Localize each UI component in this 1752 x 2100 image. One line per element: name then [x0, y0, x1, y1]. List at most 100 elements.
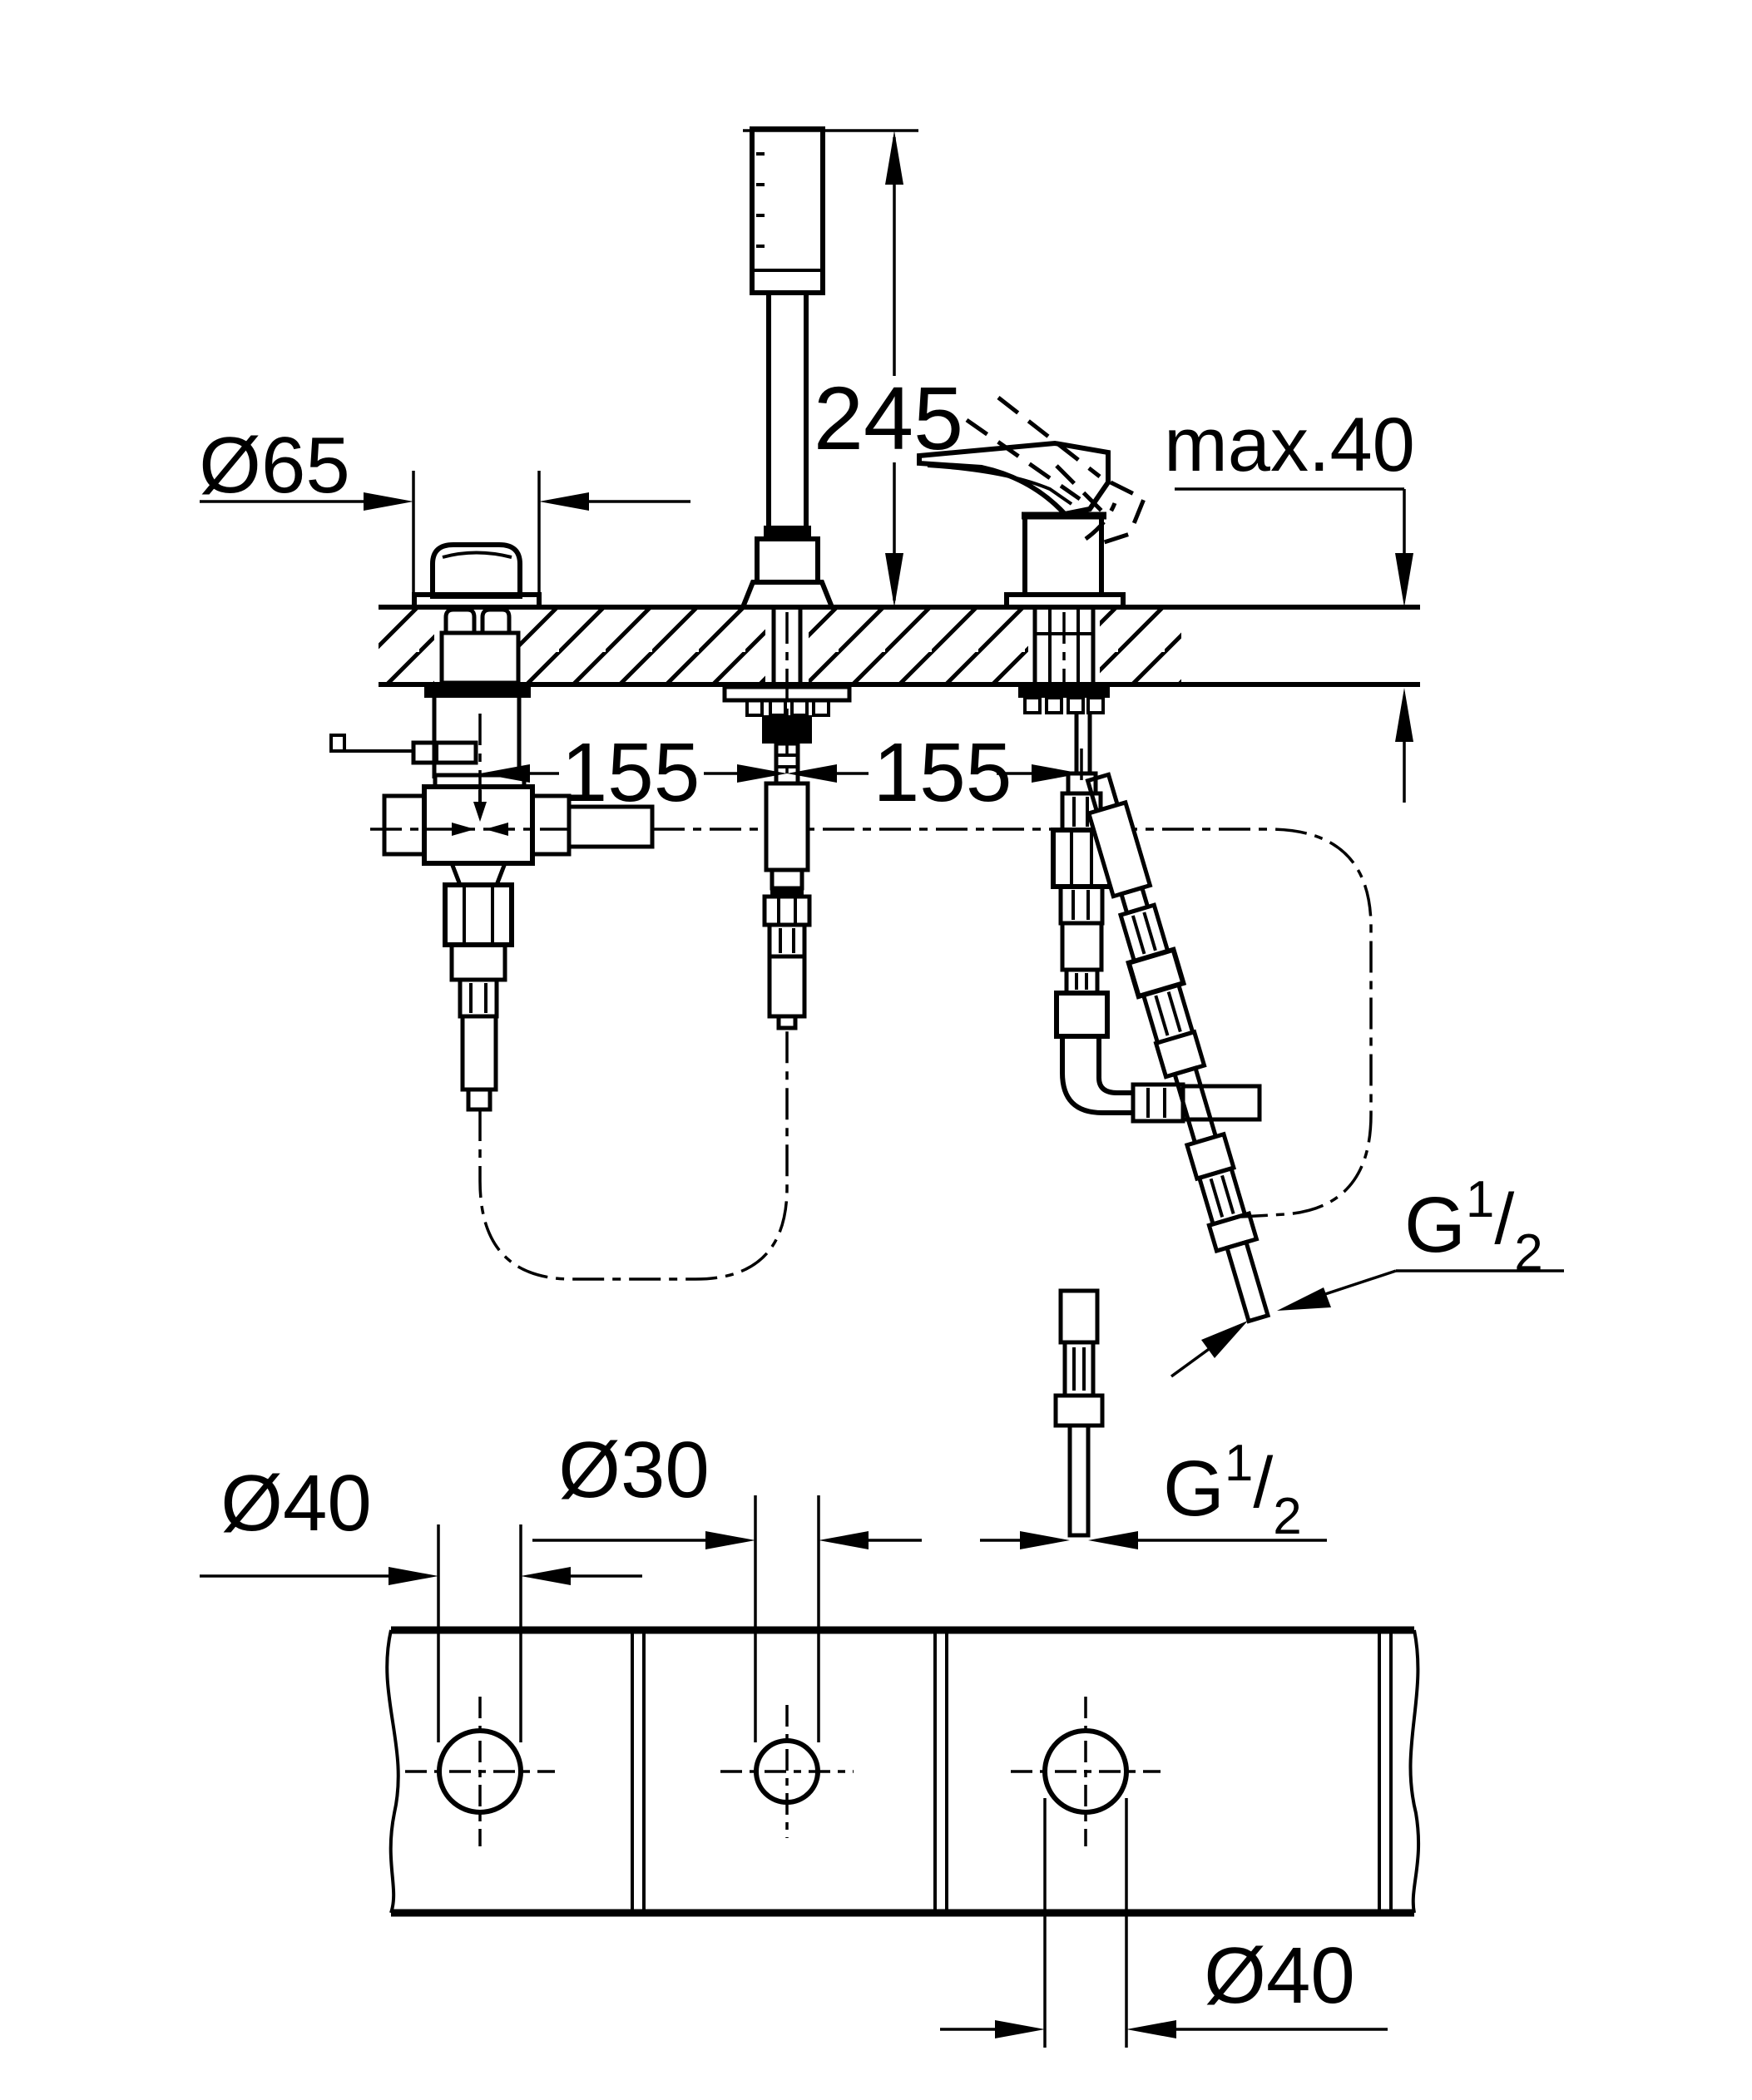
lever-mixer-unit: [917, 396, 1271, 1538]
arrowhead: [1201, 1321, 1248, 1358]
dim-label-155-left: 155: [562, 726, 700, 819]
shower-base-collar: [755, 536, 820, 585]
dimension-diameter-40-bottom: Ø40: [940, 1798, 1388, 2048]
pull-rod-coupling: [411, 740, 478, 765]
collar-rib: [1166, 991, 1182, 1033]
dimension-spacing-155-right: 155: [787, 726, 1081, 819]
arrowhead: [1277, 1287, 1331, 1311]
hose-nut: [1053, 1393, 1105, 1428]
hose-hex-fitting: [443, 882, 514, 947]
plan-view: [385, 1626, 1421, 1917]
valve-neck: [449, 862, 507, 887]
knob-top-line: [442, 551, 512, 559]
lock-nut-tooth: [745, 699, 764, 717]
lock-nut-tooth: [790, 699, 809, 717]
pull-rod-end-tab: [329, 734, 346, 753]
shower-base-escutcheon: [739, 580, 836, 610]
dim-label-max-40: max.40: [1164, 403, 1415, 487]
shower-hose-spiral: [764, 781, 810, 872]
vertical-hose-assembly: [1051, 771, 1262, 1124]
under-deck-flange: [424, 686, 531, 698]
hose-coupler: [762, 894, 812, 927]
dimension-spacing-155-left: 155: [480, 726, 787, 819]
main-axis-centerline: [370, 828, 1373, 1218]
hose-loop-centerline: [478, 1031, 789, 1281]
braided-hose: [460, 1014, 498, 1092]
mixer-escutcheon: [1004, 592, 1126, 610]
deck-hatch-segment: [809, 610, 1028, 682]
arrowhead-left: [539, 492, 589, 511]
lever-swing-dashed: [965, 396, 1147, 547]
dim-label-diameter-30: Ø30: [558, 1426, 709, 1514]
dim-label-g12-lower: G1/2: [1163, 1435, 1302, 1545]
hose-ribs: [1064, 967, 1100, 996]
mounting-nut-right-half: [480, 607, 512, 635]
arrowhead-left: [1088, 1531, 1138, 1549]
break-line-right: [1408, 1629, 1421, 1914]
lower-shower-hose: [1053, 1288, 1105, 1538]
elbow-connector: [1131, 1082, 1185, 1124]
lever-inner-line: [927, 464, 1073, 506]
dim-label-height-245: 245: [814, 368, 963, 468]
arrowhead-right: [1032, 764, 1081, 783]
hose-ribbed-collar: [767, 922, 807, 959]
dimension-diameter-65: Ø65: [199, 421, 690, 600]
hose-ribbed-collar: [1062, 1340, 1096, 1398]
arrowhead-up: [1395, 688, 1413, 742]
braided-section: [1060, 921, 1104, 972]
dim-label-diameter-40-bottom: Ø40: [1204, 1931, 1354, 2020]
diverter-knob: [430, 542, 522, 599]
arrowhead-right: [389, 1567, 438, 1585]
hose-band: [770, 888, 804, 897]
break-line-left: [385, 1629, 400, 1914]
flow-left-arrow: [452, 823, 475, 836]
mixer-lever: [917, 440, 1111, 517]
hose-hex-fitting-small: [449, 942, 507, 982]
dim-label-diameter-65: Ø65: [199, 421, 349, 510]
swing-dash-line: [965, 418, 1081, 502]
lock-nut-tooth: [1067, 696, 1085, 714]
collar-rib: [1142, 912, 1157, 951]
swing-dash-line: [997, 396, 1101, 478]
elbow-hex-nut: [1054, 991, 1110, 1039]
braided-elbow-hose: [1180, 1084, 1262, 1122]
elbow-outer-curve: [1060, 1036, 1133, 1115]
hose-end-tube: [466, 1087, 492, 1112]
swing-dash-line: [1055, 464, 1108, 517]
arrowhead-down: [885, 553, 903, 607]
deck-hatch-segment: [520, 610, 765, 682]
arrowhead-left: [787, 764, 837, 783]
raised-lever-outline: [1096, 480, 1147, 547]
arrowhead-left: [1126, 2020, 1176, 2038]
elbow-inner-curve: [1096, 1036, 1133, 1095]
arrowhead-right: [995, 2020, 1045, 2038]
braided-section: [1086, 799, 1153, 899]
arrowhead-left: [521, 1567, 571, 1585]
deck-hatch-segment: [379, 610, 434, 682]
arrowhead-right: [705, 1531, 755, 1549]
angled-hose-assembly: [1085, 772, 1271, 1324]
hose-end-tube: [1067, 1423, 1091, 1538]
lock-nut-tooth: [1045, 696, 1063, 714]
lock-nut-tooth: [769, 699, 787, 717]
braided-hose: [767, 954, 807, 1019]
collar-rib: [1131, 915, 1146, 955]
collar-rib: [1220, 1174, 1235, 1214]
hand-shower-head: [750, 126, 825, 295]
arrowhead-right: [737, 764, 787, 783]
arrowhead-up: [885, 131, 903, 185]
dimension-diameter-40-left: Ø40: [200, 1459, 642, 1742]
dim-label-diameter-40-left: Ø40: [220, 1459, 371, 1548]
knurled-adapter: [567, 804, 655, 849]
lock-nut-tooth: [1086, 696, 1105, 714]
leader-line: [1314, 1269, 1397, 1299]
knob-escutcheon: [412, 592, 542, 610]
arrowhead-left: [480, 764, 530, 783]
hose-end-tube: [776, 1014, 798, 1030]
hose-sleeve: [770, 867, 804, 891]
lock-nut-tooth: [812, 699, 830, 717]
mounting-nut-left-half: [443, 607, 477, 635]
collar-rib: [1209, 1178, 1225, 1218]
arrowhead-down: [1395, 553, 1413, 607]
